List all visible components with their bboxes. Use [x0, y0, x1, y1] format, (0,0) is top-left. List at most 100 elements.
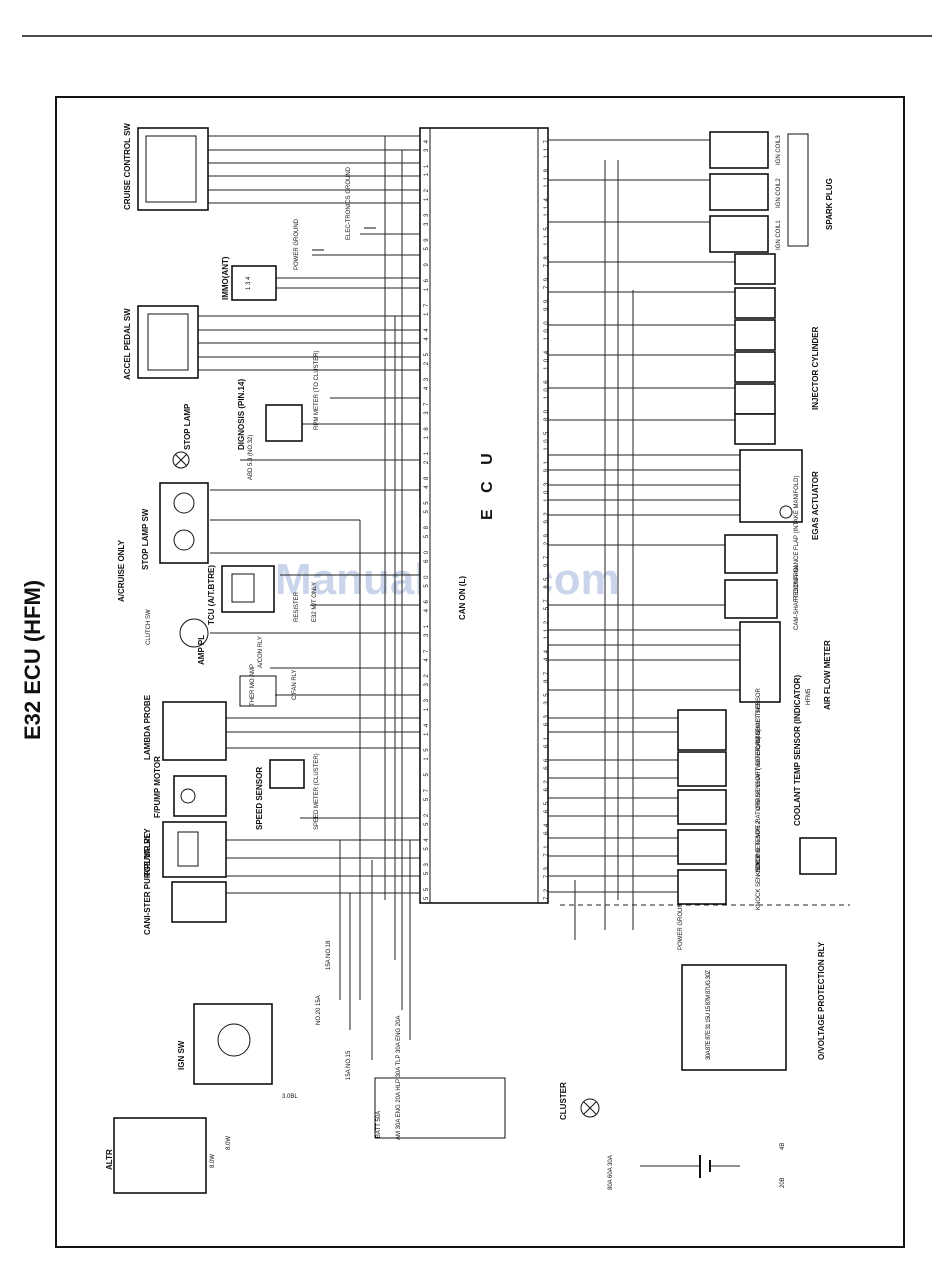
svg-text:AMP PL: AMP PL: [197, 635, 206, 665]
svg-text:ENGINE TEMPE-RATURE SENSOR (WA: ENGINE TEMPE-RATURE SENSOR (WATER, NTC): [756, 729, 762, 870]
ecu-can-label: CAN ON (L): [458, 576, 467, 620]
svg-text:IGN SW: IGN SW: [177, 1040, 186, 1070]
svg-text:AM 30A ENG 20A HLP 30A TLP: AM 30A ENG 20A HLP 30A TLP 30A ENG 20A: [396, 1016, 402, 1140]
svg-text:THER MO AMP: THER MO AMP: [250, 664, 256, 706]
svg-text:RESONA-NANCE FLAP (INTAKE MANI: RESONA-NANCE FLAP (INTAKE MANIFOLD): [794, 476, 800, 600]
tcu-module: TCU (A/T.BTRE) RESISTER E32 M/T ONLY: [207, 565, 318, 625]
svg-text:POWER GROUND: POWER GROUND: [294, 218, 300, 270]
canister-purge-valve: CANI-STER PURGE VALVE: [143, 832, 227, 935]
svg-text:RESISTER: RESISTER: [294, 591, 300, 622]
ecu-pins-bottom: 55 53 54 52 57 5 15 14 13 32 47 31 46 50…: [424, 139, 430, 900]
svg-text:E32 M/T ONLY: E32 M/T ONLY: [312, 582, 318, 622]
cruise-control-switch: CRUISE CONTROL SW: [123, 123, 209, 211]
svg-text:DIGNOSIS (PIN.14): DIGNOSIS (PIN.14): [237, 379, 246, 450]
svg-text:15A NO.15: 15A NO.15: [346, 1050, 352, 1080]
svg-text:CLUTCH SW: CLUTCH SW: [146, 609, 152, 645]
svg-text:ALTR: ALTR: [105, 1149, 114, 1170]
air-flow-meter: AIR FLOW METER HFM5: [739, 621, 832, 710]
svg-text:ACCEL PEDAL SW: ACCEL PEDAL SW: [123, 308, 132, 380]
svg-text:20B: 20B: [780, 1177, 786, 1188]
svg-text:BATT 50A: BATT 50A: [376, 1111, 382, 1138]
svg-text:KNOCK SEN-SOR 2: KNOCK SEN-SOR 2: [756, 820, 762, 876]
svg-text:SPARK PLUG: SPARK PLUG: [825, 178, 834, 230]
right-wiring: [548, 139, 850, 940]
cluster-lamp: CLUSTER: [559, 1082, 600, 1120]
svg-text:LAMBDA PROBE: LAMBDA PROBE: [143, 694, 152, 760]
coolant-temp-sensor: COOLANT TEMP SENSOR (INDICATOR): [793, 675, 837, 875]
svg-text:80A 60A 30A: 80A 60A 30A: [608, 1155, 614, 1190]
ignition-switch: IGN SW: [177, 1003, 273, 1085]
svg-text:15A NO.18: 15A NO.18: [326, 940, 332, 970]
relay-labels: A/CON RLY C/FAN RLY THER MO AMP: [239, 636, 298, 707]
svg-text:ABD 5.3 (NO.32): ABD 5.3 (NO.32): [248, 435, 254, 480]
svg-text:A/CON RLY: A/CON RLY: [258, 636, 264, 668]
svg-text:POWER GROUND: POWER GROUND: [678, 898, 684, 950]
svg-text:IGN COIL3: IGN COIL3: [776, 135, 782, 165]
amp-pl: AMP PL CLUTCH SW: [146, 609, 209, 665]
diagram-frame: [55, 96, 905, 1248]
injectors: INJECTOR CYLINDER: [734, 253, 820, 445]
svg-text:CANI-STER PURGE VALVE: CANI-STER PURGE VALVE: [143, 832, 152, 935]
svg-text:C/FAN RLY: C/FAN RLY: [292, 669, 298, 700]
svg-text:AIR FLOW METER: AIR FLOW METER: [823, 640, 832, 710]
ecu-label: E C U: [479, 447, 496, 520]
knock-sensors: KNOCK SEN-SOR 2 KNOCK SEN-SOR 2: [677, 820, 762, 910]
svg-text:NO.20 15A: NO.20 15A: [316, 995, 322, 1025]
ignition-coils: IGN COIL3 IGN COIL2 IGN COIL1 SPARK PLUG: [709, 131, 834, 253]
svg-text:RPM METER (TO CLUSTER): RPM METER (TO CLUSTER): [314, 350, 320, 430]
grounds: POWER GROUND ELEC-TRONICS GROUND POWER G…: [294, 166, 684, 950]
svg-text:IGN COIL1: IGN COIL1: [776, 220, 782, 250]
svg-text:A/CRUISE ONLY: A/CRUISE ONLY: [117, 539, 126, 602]
svg-text:CAM-SHAFT CONTROL: CAM-SHAFT CONTROL: [794, 563, 800, 630]
overvoltage-protection-relay: O/VOLTAGE PROTECTION RLY 30A 87E 87E 31 …: [681, 941, 826, 1071]
svg-text:SPEED SENSOR: SPEED SENSOR: [255, 767, 264, 830]
camshaft-sensor: CAM-SHAFT SENSOR: [677, 687, 762, 751]
svg-text:8.0W: 8.0W: [226, 1136, 232, 1150]
resonance-flap: RESONA-NANCE FLAP (INTAKE MANIFOLD): [724, 476, 800, 600]
svg-text:1 3 4: 1 3 4: [246, 276, 252, 290]
svg-text:IMMO(ANT): IMMO(ANT): [221, 256, 230, 300]
battery-main-fuse: 80A 60A 30A 20B 4B: [608, 1143, 786, 1190]
svg-text:KNOCK SEN-SOR 2: KNOCK SEN-SOR 2: [756, 854, 762, 910]
alternator: ALTR 8.0W 8.0W: [105, 1117, 232, 1194]
svg-text:CAM-SHAFT SENSOR: CAM-SHAFT SENSOR: [756, 687, 762, 750]
svg-text:F/PUMP RLY: F/PUMP RLY: [143, 828, 152, 876]
speed-sensor: SPEED SENSOR SPEED METER (CLUSTER): [255, 753, 320, 830]
svg-text:CLUSTER: CLUSTER: [559, 1082, 568, 1120]
fuel-pump-motor: F/PUMP MOTOR: [153, 756, 227, 818]
fuse-block: BATT 50A AM 30A ENG 20A HLP 30A TLP 30A …: [282, 1016, 506, 1140]
svg-text:STOP LAMP: STOP LAMP: [183, 403, 192, 450]
stop-lamp-switch: STOP LAMP SW A/CRUISE ONLY: [117, 482, 209, 602]
svg-text:STOP LAMP SW: STOP LAMP SW: [141, 508, 150, 570]
page-title: E32 ECU (HFM): [20, 580, 45, 740]
svg-text:TCU (A/T.BTRE): TCU (A/T.BTRE): [207, 565, 216, 625]
camshaft-control: CAM-SHAFT CONTROL: [724, 563, 800, 630]
svg-text:EGAS ACTUATOR: EGAS ACTUATOR: [811, 471, 820, 540]
svg-text:CRANK SHAFT SENSOR (INDUC-TIVE: CRANK SHAFT SENSOR (INDUC-TIVE): [756, 701, 762, 810]
engine-temp-sensor: ENGINE TEMPE-RATURE SENSOR (WATER, NTC): [677, 729, 762, 870]
svg-text:INJECTOR CYLINDER: INJECTOR CYLINDER: [811, 326, 820, 410]
immo-antenna: IMMO(ANT) 1 3 4: [221, 256, 277, 301]
svg-text:COOLANT TEMP SENSOR (INDICATOR: COOLANT TEMP SENSOR (INDICATOR): [793, 675, 802, 826]
svg-text:30A 87E 87E 31 15U 15 87M 87UG: 30A 87E 87E 31 15U 15 87M 87UG 30Z: [706, 970, 712, 1060]
accel-pedal-switch: ACCEL PEDAL SW: [123, 305, 199, 380]
fuel-pump-relay: F/PUMP RLY: [143, 821, 227, 878]
crankshaft-sensor: CRANK SHAFT SENSOR (INDUC-TIVE): [677, 701, 762, 810]
svg-text:8.0W: 8.0W: [210, 1154, 216, 1168]
svg-text:F/PUMP MOTOR: F/PUMP MOTOR: [153, 756, 162, 818]
left-wiring: [198, 135, 420, 1060]
lambda-probe: LAMBDA PROBE: [143, 694, 227, 761]
svg-text:3.0BL: 3.0BL: [282, 1094, 298, 1100]
svg-text:HFM5: HFM5: [806, 688, 812, 705]
fuses-inline: 15A NO.15 NO.20 15A 15A NO.18: [316, 940, 352, 1080]
svg-text:CRUISE CONTROL SW: CRUISE CONTROL SW: [123, 123, 132, 210]
svg-text:4B: 4B: [780, 1143, 786, 1150]
svg-text:O/VOLTAGE PROTECTION RLY: O/VOLTAGE PROTECTION RLY: [817, 941, 826, 1060]
diagnosis-connector: DIGNOSIS (PIN.14) ABD 5.3 (NO.32) RPM ME…: [237, 350, 320, 480]
stop-lamp: STOP LAMP: [172, 403, 192, 469]
ecu-block: E C U CAN ON (L) 72 73 71 64 65 62 66 61…: [419, 127, 550, 904]
svg-text:IGN COIL2: IGN COIL2: [776, 178, 782, 208]
svg-text:ELEC-TRONICS GROUND: ELEC-TRONICS GROUND: [346, 166, 352, 240]
egas-actuator: EGAS ACTUATOR: [739, 449, 820, 540]
